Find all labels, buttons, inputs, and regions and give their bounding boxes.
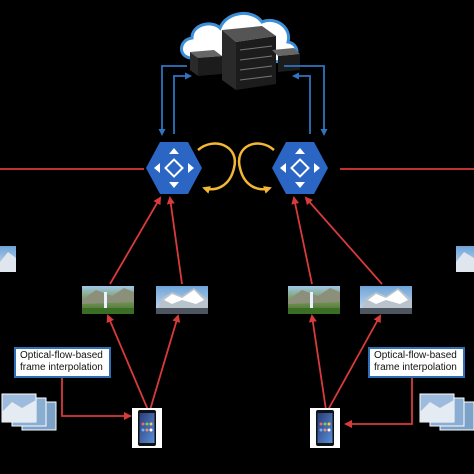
network-router-hexagon-icon [154,148,194,188]
interpolation-label-left-line2: frame interpolation [20,362,103,373]
thumbnail-mountain-right [360,286,412,314]
interpolation-label-right-line1: Optical-flow-based [374,350,457,361]
thumbnail-edge-right [456,246,474,272]
uplink-arrows [61,196,413,428]
interpolation-box-right: Optical-flow-based frame interpolation [368,347,465,378]
cloud-links [158,65,328,136]
interpolation-box-left: Optical-flow-based frame interpolation [14,347,111,378]
edge-node-left [146,142,202,194]
video-frame-stack-left [1,393,57,431]
video-frame-stack-right [419,393,474,431]
edge-node-right [272,142,328,194]
interpolation-label-left-line1: Optical-flow-based [20,350,103,361]
smartphone-right [310,408,340,448]
interpolation-label-right-line2: frame interpolation [374,362,457,373]
self-loop-right [237,142,275,194]
cloud-server-icon [180,12,300,90]
thumbnail-waterfall-left [82,286,134,314]
thumbnail-mountain-left [156,286,208,314]
self-loop-left [197,142,237,194]
network-router-hexagon-icon [280,148,320,188]
server-rack-icon [190,26,300,90]
smartphone-left [132,408,162,448]
thumbnail-waterfall-right [288,286,340,314]
thumbnail-edge-left [0,246,16,272]
